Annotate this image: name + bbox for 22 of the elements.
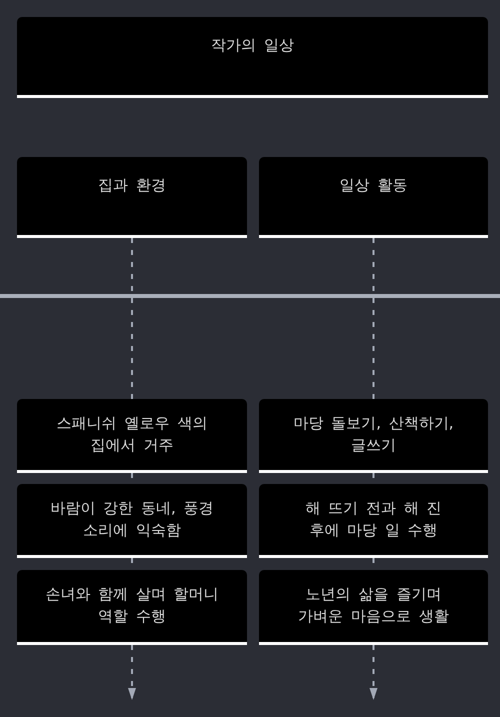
section-box — [17, 157, 247, 238]
section-title: 집과 환경 — [98, 176, 166, 194]
event-box — [17, 399, 247, 473]
header-text: 작가의 일상 — [211, 36, 294, 54]
event-box — [259, 484, 488, 558]
event-text: 바람이 강한 동네, 풍경 소리에 익숙함 — [50, 499, 214, 539]
connector-line — [131, 238, 133, 399]
event-box — [17, 484, 247, 558]
header-box — [17, 17, 488, 98]
event-text: 해 뜨기 전과 해 진 후에 마당 일 수행 — [305, 499, 442, 539]
section-box — [259, 157, 488, 238]
connector-line — [372, 238, 374, 399]
section-title: 일상 활동 — [340, 176, 408, 194]
arrow — [370, 645, 378, 700]
event-text: 스패니쉬 옐로우 색의 집에서 거주 — [56, 414, 208, 454]
arrow — [128, 645, 136, 700]
event-box — [259, 399, 488, 473]
event-box — [17, 570, 247, 645]
event-text: 노년의 삶을 즐기며 가벼운 마음으로 생활 — [298, 585, 449, 625]
event-text: 손녀와 함께 살며 할머니 역할 수행 — [45, 585, 219, 625]
event-box — [259, 570, 488, 645]
event-text: 마당 돌보기, 산책하기, 글쓰기 — [293, 414, 454, 454]
